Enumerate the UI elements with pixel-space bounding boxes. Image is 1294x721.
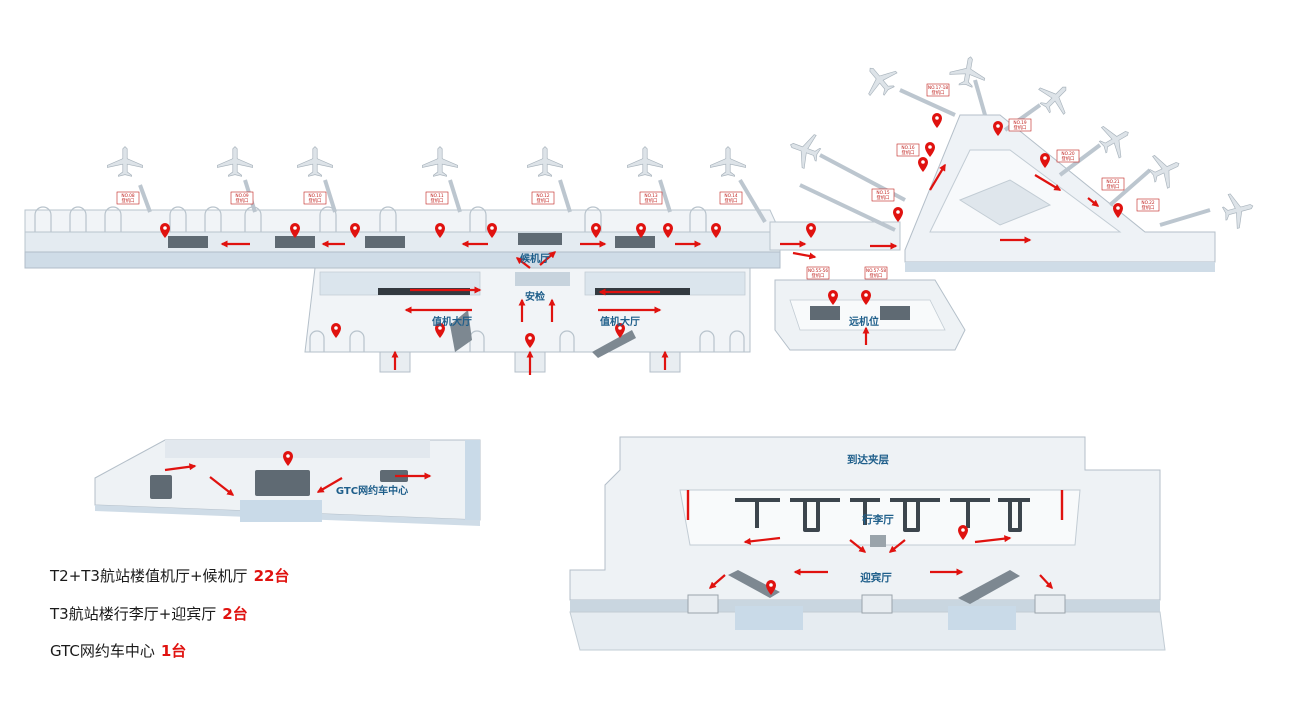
- checkin-hall-right-label: 值机大厅: [600, 315, 640, 328]
- gate-number: NO.09: [235, 193, 249, 199]
- legend-count: 22台: [253, 567, 290, 585]
- gate-caption: 登机口: [902, 149, 915, 156]
- location-pin-icon: [918, 157, 928, 172]
- jet-bridges: [138, 79, 1211, 232]
- gate-caption: 登机口: [1062, 155, 1075, 162]
- gate-number: NO.14: [724, 193, 738, 199]
- satellite-building: [904, 114, 1216, 272]
- location-pin-icon: [893, 207, 903, 222]
- gtc-center: GTC网约车中心: [94, 439, 481, 526]
- gate-caption: 登机口: [1014, 124, 1027, 131]
- gate-tags: NO.08登机口NO.09登机口NO.10登机口NO.11登机口NO.12登机口…: [116, 83, 1160, 280]
- gate-caption: 登机口: [236, 197, 249, 204]
- gate-caption: 登机口: [309, 197, 322, 204]
- gate-number: NO.17-18: [928, 85, 949, 91]
- gate-number: NO.57-58: [866, 268, 887, 274]
- legend-text: T2+T3航站楼值机厅+候机厅: [50, 567, 248, 585]
- location-pin-icon: [932, 113, 942, 128]
- gate-caption: 登机口: [1107, 183, 1120, 190]
- legend-text: GTC网约车中心: [50, 642, 155, 660]
- remote-stand-label: 远机位: [849, 315, 879, 328]
- arrival-mezzanine-label: 到达夹层: [847, 453, 889, 466]
- gate-number: NO.13: [644, 193, 658, 199]
- gate-caption: 登机口: [725, 197, 738, 204]
- gate-number: NO.20: [1061, 151, 1075, 157]
- gate-number: NO.11: [430, 193, 444, 199]
- gate-number: NO.08: [121, 193, 135, 199]
- legend-item: T2+T3航站楼值机厅+候机厅 22台: [50, 565, 289, 586]
- seating-clusters: [168, 233, 655, 248]
- main-concourse: [24, 206, 901, 269]
- gate-caption: 登机口: [431, 197, 444, 204]
- gate-number: NO.10: [308, 193, 322, 199]
- remote-stand-building: [774, 279, 966, 351]
- gate-number: NO.12: [536, 193, 550, 199]
- gate-caption: 登机口: [537, 197, 550, 204]
- gate-caption: 登机口: [122, 197, 135, 204]
- greeting-hall-label: 迎宾厅: [860, 571, 892, 584]
- gate-caption: 登机口: [812, 272, 825, 279]
- flow-arrows: [220, 163, 1100, 375]
- checkin-building: [304, 267, 751, 373]
- security-label: 安检: [525, 290, 545, 303]
- gate-caption: 登机口: [870, 272, 883, 279]
- location-pin-icon: [925, 142, 935, 157]
- legend-count: 1台: [160, 642, 187, 660]
- gate-caption: 登机口: [1142, 204, 1155, 211]
- gate-caption: 登机口: [877, 194, 890, 201]
- gtc-label: GTC网约车中心: [336, 484, 408, 497]
- arrival-hall: 到达夹层 行李厅 迎宾厅: [569, 436, 1166, 651]
- gate-number: NO.15: [876, 190, 890, 196]
- legend-item: T3航站楼行李厅+迎宾厅 2台: [50, 603, 248, 624]
- checkin-hall-left-label: 值机大厅: [432, 315, 472, 328]
- gate-number: NO.16: [901, 145, 915, 151]
- legend-text: T3航站楼行李厅+迎宾厅: [50, 605, 217, 623]
- waiting-hall-label: 候机厅: [520, 252, 550, 265]
- baggage-hall-label: 行李厅: [861, 513, 894, 526]
- terminal-overview: NO.08登机口NO.09登机口NO.10登机口NO.11登机口NO.12登机口…: [24, 53, 1258, 375]
- gate-number: NO.55-56: [808, 268, 829, 274]
- legend-count: 2台: [222, 605, 248, 623]
- gate-number: NO.19: [1013, 120, 1027, 126]
- gate-caption: 登机口: [932, 89, 945, 96]
- legend-item: GTC网约车中心 1台: [50, 640, 186, 661]
- gate-number: NO.21: [1106, 179, 1120, 185]
- gate-caption: 登机口: [645, 197, 658, 204]
- gate-number: NO.22: [1141, 200, 1155, 206]
